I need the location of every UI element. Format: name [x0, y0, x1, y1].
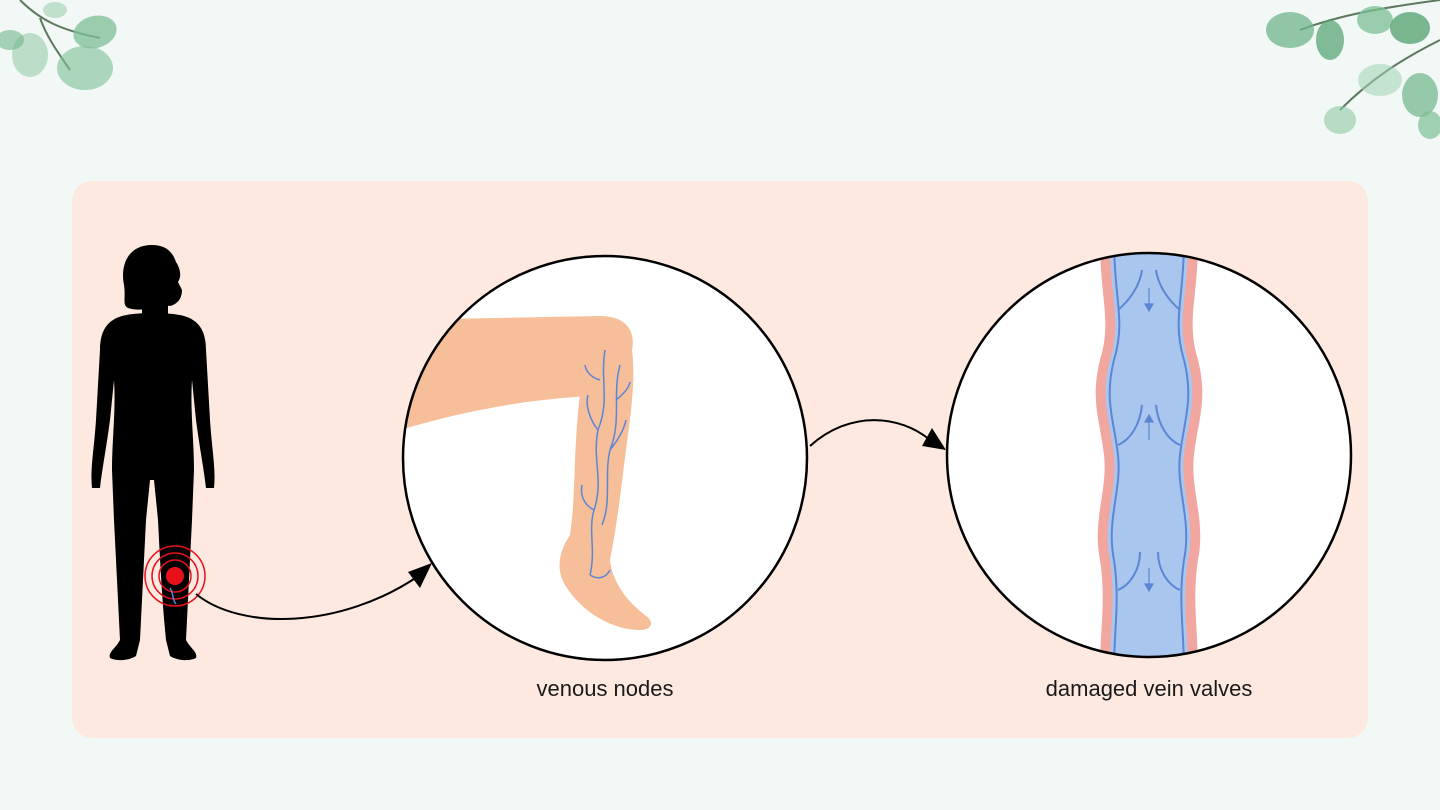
pain-marker-icon [144, 545, 206, 607]
eucalyptus-leaves-icon [1266, 0, 1440, 139]
arrow-icon [809, 419, 946, 450]
vein-valve-icon [945, 251, 1353, 659]
arrow-icon [195, 563, 432, 620]
caption-venous-nodes: venous nodes [536, 676, 674, 701]
caption-damaged-vein-valves: damaged vein valves [1045, 676, 1253, 701]
woman-silhouette-icon [91, 245, 215, 661]
eucalyptus-leaves-icon [0, 0, 117, 90]
leg-varicose-icon [401, 254, 809, 662]
